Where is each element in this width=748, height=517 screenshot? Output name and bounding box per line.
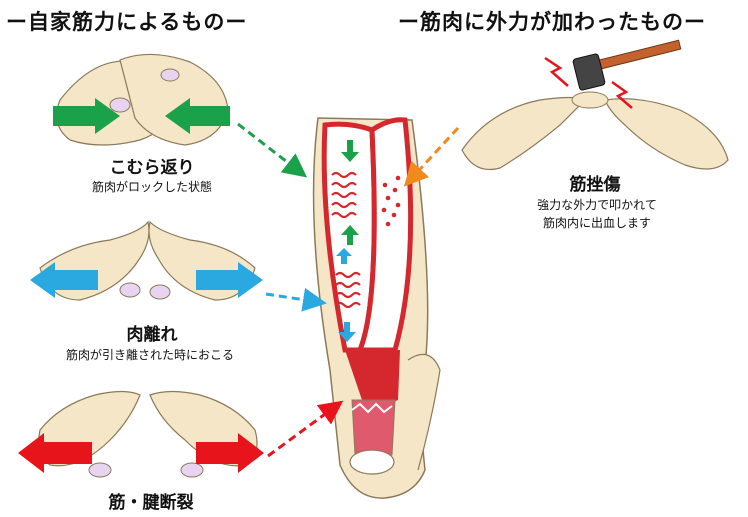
contusion-description-line1: 強力な外力で叩かれて xyxy=(512,196,682,213)
contusion-hands-illustration xyxy=(462,92,728,170)
strain-label: 肉離れ xyxy=(92,320,212,345)
rupture-hands-illustration xyxy=(39,392,257,478)
strain-description: 筋肉が引き離された時におこる xyxy=(50,346,250,363)
green-dashed-connector xyxy=(238,124,300,172)
red-dashed-connector xyxy=(268,406,336,456)
hammer-icon xyxy=(573,40,681,90)
rupture-label: 筋・腱断裂 xyxy=(86,488,216,513)
contusion-description-line2: 筋肉内に出血します xyxy=(512,214,682,231)
blue-dashed-connector xyxy=(266,294,318,302)
muscle-cross-section-diagram xyxy=(314,118,440,498)
cramp-description: 筋肉がロックした状態 xyxy=(72,178,232,195)
contusion-label: 筋挫傷 xyxy=(540,170,650,195)
cramp-hands-illustration xyxy=(57,54,228,145)
cramp-label: こむら返り xyxy=(92,153,212,178)
